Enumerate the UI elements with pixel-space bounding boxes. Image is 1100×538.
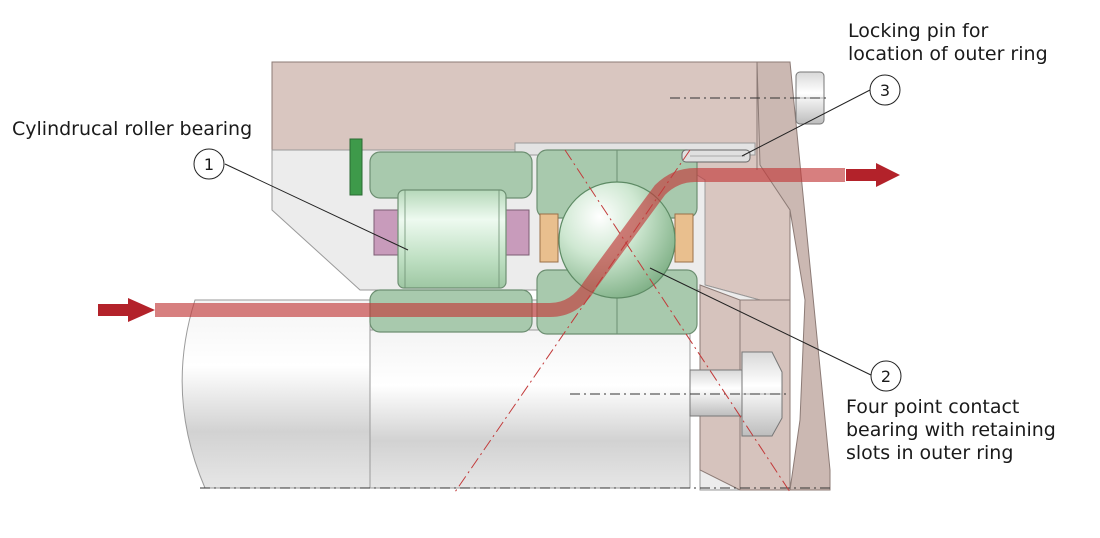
output-force-arrow	[846, 163, 900, 187]
seal	[349, 138, 363, 196]
label-four-point-line3: slots in outer ring	[846, 442, 1014, 464]
callout-1: 1	[193, 148, 225, 180]
label-cylindrical-roller-bearing: Cylindrucal roller bearing	[12, 118, 253, 140]
label-locking-pin-line2: location of outer ring	[848, 43, 1048, 65]
leader-lines	[224, 89, 874, 377]
label-four-point-line2: bearing with retaining	[846, 419, 1056, 441]
label-four-point-line1: Four point contact	[846, 396, 1020, 418]
locking-pin	[681, 149, 751, 163]
callout-1-number: 1	[204, 155, 214, 174]
callout-3-number: 3	[880, 81, 890, 100]
load-path	[155, 168, 845, 317]
label-locking-pin-line1: Locking pin for	[848, 20, 989, 42]
center-lines	[200, 97, 830, 489]
callout-3: 3	[869, 74, 901, 106]
callout-2: 2	[870, 360, 902, 392]
input-force-arrow	[98, 298, 155, 322]
callout-2-number: 2	[881, 367, 891, 386]
cover-bolt	[689, 351, 783, 437]
